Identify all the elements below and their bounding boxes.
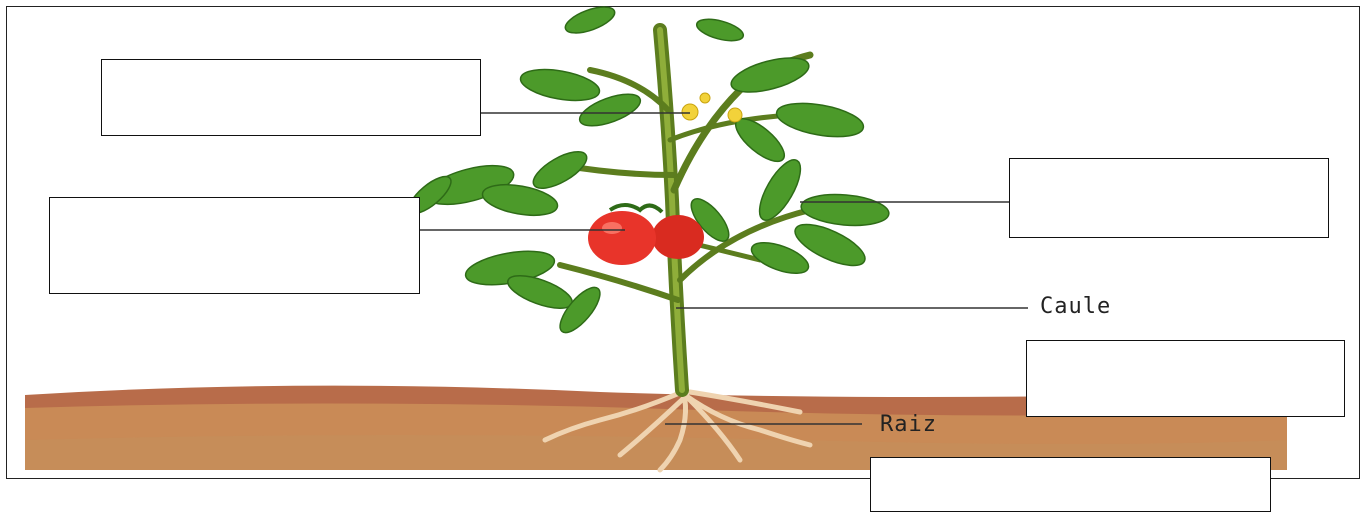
blank-box-leaf[interactable] <box>1009 158 1329 238</box>
stem-label: Caule <box>1040 294 1111 319</box>
blank-box-fruit[interactable] <box>49 197 420 294</box>
root-label: Raiz <box>880 412 937 437</box>
blank-box-soil[interactable] <box>1026 340 1345 417</box>
blank-box-root-area[interactable] <box>870 457 1271 512</box>
blank-box-flower[interactable] <box>101 59 481 136</box>
tomatoes <box>588 205 704 265</box>
